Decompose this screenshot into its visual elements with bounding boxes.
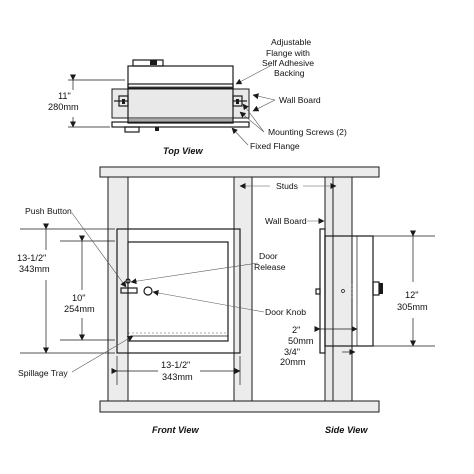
label-wall-board-side: Wall Board [265,216,307,226]
label-spillage-tray: Spillage Tray [18,368,68,378]
front-height-inner-mm: 254mm [64,304,95,314]
door-knob-top [124,126,140,133]
front-cabinet-frame [116,228,241,354]
side-view: Studs Wall Board 12" 305mm 2" 50mm 3/4" … [239,176,435,435]
top-wall-board [111,88,250,119]
label-adjustable-flange-4: Backing [274,68,305,78]
side-height-in: 12" [405,290,418,300]
front-width-in: 13-1/2" [161,360,190,370]
top-cabinet-body [127,65,234,124]
caption-front-view: Front View [152,425,199,435]
side-lip-mm: 20mm [280,357,306,367]
label-mounting-screws: Mounting Screws (2) [268,127,347,137]
label-door-knob: Door Knob [265,307,306,317]
stud-middle [233,176,253,402]
front-height-inner-in: 10" [72,293,85,303]
front-view: 13-1/2" 343mm 10" 254mm 13-1/2" 343mm Pu… [17,166,380,435]
label-studs: Studs [276,181,298,191]
front-cabinet-door [127,241,229,342]
label-wall-board-top: Wall Board [279,95,321,105]
adjustable-flange-shape [127,83,234,89]
label-fixed-flange: Fixed Flange [250,141,300,151]
label-adjustable-flange-2: Flange with [266,48,310,58]
bottom-plate [99,400,380,413]
side-wall-board [324,176,334,402]
push-button-shape [120,287,138,294]
mounting-screw-right [236,99,239,104]
front-height-outer-mm: 343mm [19,264,50,274]
stud-right [332,176,353,402]
front-height-outer-in: 13-1/2" [17,253,46,263]
label-adjustable-flange-3: Self Adhesive [262,58,314,68]
top-view: 11" 280mm Adjustable Flange with Self Ad… [48,37,347,156]
caption-side-view: Side View [325,425,368,435]
front-width-mm: 343mm [162,372,193,382]
side-lip-in: 3/4" [284,347,300,357]
top-depth-mm: 280mm [48,102,79,112]
side-height-mm: 305mm [397,302,428,312]
side-flange [319,228,326,354]
top-lid-tab [150,60,157,65]
top-depth-in: 11" [58,91,71,101]
mounting-screw-left [122,99,125,104]
fixed-flange-shape [111,121,250,128]
side-flange-in: 2" [292,325,300,335]
label-door-release-2: Release [254,262,286,272]
side-flange-mm: 50mm [288,336,314,346]
label-adjustable-flange-1: Adjustable [271,37,311,47]
stud-left [107,176,129,402]
label-push-button: Push Button [25,206,72,216]
label-door-release-1: Door [259,251,278,261]
caption-top-view: Top View [163,146,203,156]
side-handle [372,281,380,296]
door-knob-shape [143,286,153,296]
top-plate [99,166,380,178]
